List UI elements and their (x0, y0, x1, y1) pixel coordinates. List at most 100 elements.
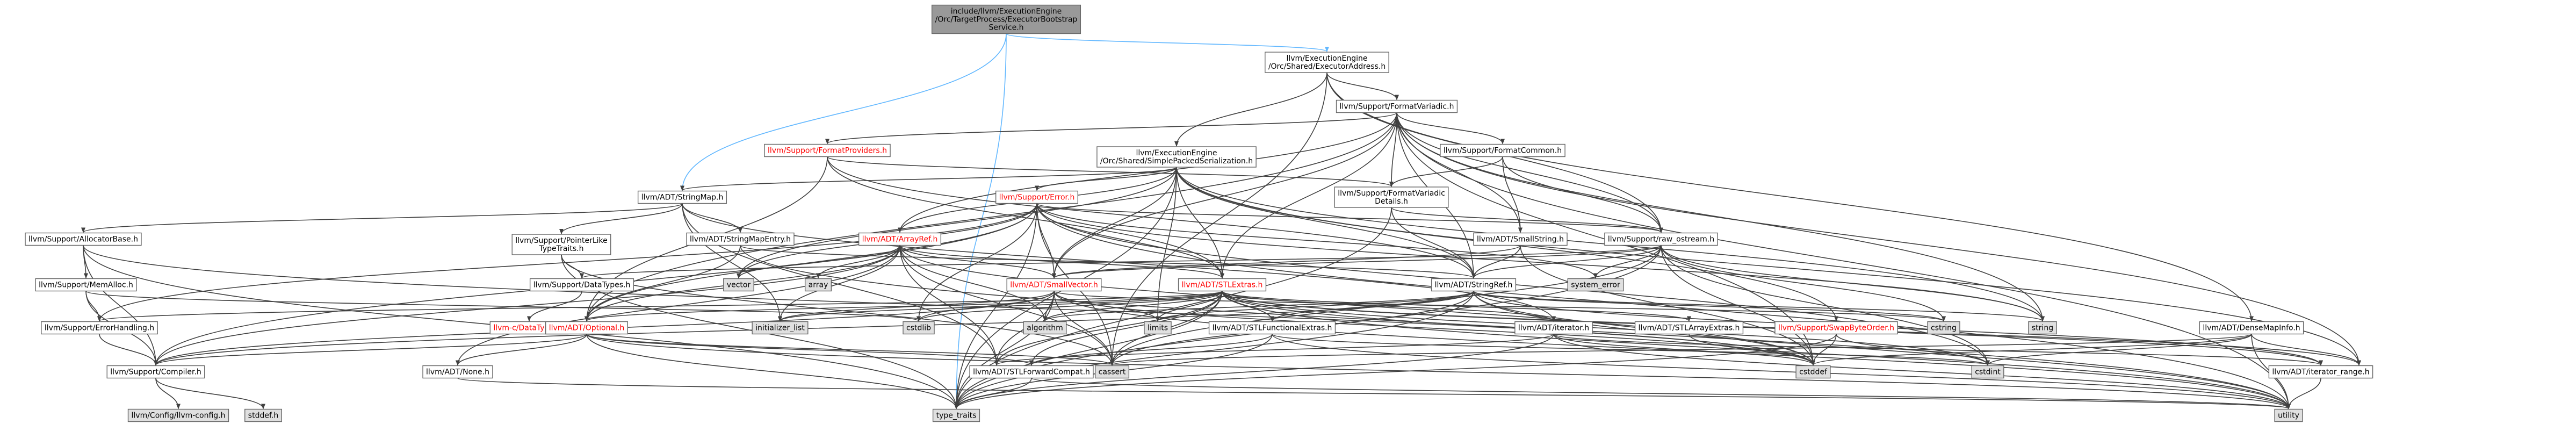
node-root[interactable]: include/llvm/ExecutionEngine/Orc/TargetP… (931, 4, 1081, 34)
node-compiler[interactable]: llvm/Support/Compiler.h (106, 365, 205, 379)
edge-formatproviders-to-stlextras (827, 156, 1224, 279)
node-execaddr[interactable]: llvm/ExecutionEngine/Orc/Shared/Executor… (1265, 52, 1389, 73)
edge-formatvariadic-to-formatvardetails (1389, 112, 1397, 187)
node-memalloc[interactable]: llvm/Support/MemAlloc.h (35, 278, 137, 292)
node-iterrange[interactable]: llvm/ADT/iterator_range.h (2268, 365, 2373, 379)
edge-errorhandling-to-compiler (99, 334, 158, 366)
node-stringref[interactable]: llvm/ADT/StringRef.h (1431, 278, 1517, 292)
node-datatypes[interactable]: llvm/Support/DataTypes.h (529, 278, 634, 292)
node-smallvector[interactable]: llvm/ADT/SmallVector.h (1006, 278, 1102, 292)
node-box (1927, 321, 1960, 335)
node-smallstring[interactable]: llvm/ADT/SmallString.h (1473, 232, 1568, 246)
node-box (903, 321, 935, 335)
node-label: llvm/ADT/iterator_range.h (2272, 368, 2369, 377)
edge-stlextras-to-typetraits (954, 291, 1223, 409)
node-label: type_traits (936, 412, 977, 420)
node-label: llvm/Support/MemAlloc.h (39, 281, 133, 290)
node-arrayref[interactable]: llvm/ADT/ArrayRef.h (858, 232, 942, 246)
edge-arrayref-to-stlextras (899, 245, 1224, 279)
node-formatvariadic[interactable]: llvm/Support/FormatVariadic.h (1336, 99, 1458, 113)
node-formatproviders[interactable]: llvm/Support/FormatProviders.h (764, 143, 891, 157)
node-stlforward[interactable]: llvm/ADT/STLForwardCompat.h (969, 365, 1094, 379)
node-label: algorithm (1027, 324, 1063, 333)
edge-compiler-to-stddef (155, 378, 265, 409)
edge-densemapinfo-to-cassert (1110, 333, 2252, 366)
node-error[interactable]: llvm/Support/Error.h (995, 190, 1079, 204)
node-array: array (804, 278, 832, 292)
edge-smallvector-to-cstring (1054, 290, 1946, 322)
edge-execaddr-to-simplepacked (1174, 72, 1327, 147)
node-label: llvm/ADT/SmallVector.h (1010, 281, 1098, 290)
node-label: string (2032, 324, 2053, 333)
edge-stlfunctional-to-stlforward (1029, 334, 1273, 366)
node-formatcommon[interactable]: llvm/Support/FormatCommon.h (1440, 143, 1565, 157)
edge-iterrange-to-utility (2286, 378, 2321, 409)
node-iteratorh[interactable]: llvm/ADT/iterator.h (1514, 321, 1593, 335)
node-swapbyteorder[interactable]: llvm/Support/SwapByteOrder.h (1774, 321, 1898, 335)
node-stringmap[interactable]: llvm/ADT/StringMap.h (637, 190, 727, 204)
node-label: llvm/Support/FormatVariadic.h (1340, 103, 1454, 111)
node-label: llvm/ADT/StringMapEntry.h (690, 235, 791, 244)
node-none[interactable]: llvm/ADT/None.h (422, 365, 493, 379)
edge-optional-to-typetraits (586, 334, 958, 409)
edge-simplepacked-to-stlextras (1176, 167, 1224, 279)
node-box (127, 408, 229, 422)
edge-memalloc-to-cstdlib (85, 290, 921, 322)
edge-stringmap-to-stringmapentry (682, 203, 742, 233)
node-label: llvm/ADT/STLArrayExtras.h (1639, 324, 1740, 333)
edge-simplepacked-to-limits (1156, 167, 1177, 322)
node-rawostream[interactable]: llvm/Support/raw_ostream.h (1604, 232, 1718, 246)
node-box (932, 408, 980, 422)
node-stlextras[interactable]: llvm/ADT/STLExtras.h (1178, 278, 1267, 292)
node-label: include/llvm/ExecutionEngine (951, 8, 1062, 16)
node-errorhandling[interactable]: llvm/Support/ErrorHandling.h (41, 321, 158, 335)
dependency-nodes: include/llvm/ExecutionEngine/Orc/TargetP… (25, 4, 2373, 422)
node-label: initializer_list (755, 324, 805, 333)
edge-stringmap-to-pointerlike (559, 203, 683, 234)
node-label: llvm/Support/AllocatorBase.h (28, 235, 138, 244)
node-stlfunctional[interactable]: llvm/ADT/STLFunctionalExtras.h (1208, 321, 1336, 335)
node-cstring: cstring (1927, 321, 1960, 335)
edge-formatvariadic-to-formatproviders (825, 112, 1397, 145)
dependency-edges (81, 33, 2361, 409)
node-stlarray[interactable]: llvm/ADT/STLArrayExtras.h (1634, 321, 1744, 335)
edge-arrayref-to-none (456, 245, 900, 366)
edge-stlextras-to-iterator (994, 291, 1223, 366)
edge-densemapinfo-to-cstddef (1811, 333, 2252, 366)
node-simplepacked[interactable]: llvm/ExecutionEngine/Orc/Shared/SimplePa… (1096, 146, 1257, 168)
edge-optional-to-stlforward (586, 333, 1034, 366)
node-label: /Orc/Shared/ExecutorAddress.h (1268, 62, 1386, 71)
node-label: llvm/ExecutionEngine (1286, 54, 1367, 63)
edge-smallstring-to-cstddef (1520, 245, 1815, 366)
node-label: llvm/Support/DataTypes.h (533, 281, 631, 290)
edge-smallstring-to-stringref (1471, 245, 1521, 279)
node-initlist: initializer_list (752, 321, 809, 335)
edge-optional-to-cassert (586, 333, 1114, 366)
node-stringmapentry[interactable]: llvm/ADT/StringMapEntry.h (686, 232, 795, 246)
node-label: llvm/Support/ErrorHandling.h (45, 324, 154, 333)
edge-stringmap-to-allocbase (81, 203, 683, 233)
edge-smallstring-to-smallvector (1052, 245, 1521, 279)
node-cstddef: cstddef (1795, 365, 1831, 379)
node-allocbase[interactable]: llvm/Support/AllocatorBase.h (25, 232, 142, 246)
edge-rawostream-to-smallvector (1052, 245, 1662, 279)
edge-rawostream-to-stringref (1471, 245, 1662, 279)
node-box (244, 408, 282, 422)
edge-optional-to-none (456, 334, 587, 366)
node-label: llvm/ADT/DenseMapInfo.h (2203, 324, 2300, 333)
node-box (1431, 278, 1517, 292)
edge-arrayref-to-vector (737, 245, 900, 279)
edge-formatvariadic-to-formatcommon (1396, 112, 1505, 145)
node-densemapinfo[interactable]: llvm/ADT/DenseMapInfo.h (2199, 321, 2304, 335)
node-label: cstddef (1799, 368, 1828, 377)
edge-error-to-cstdlib (917, 203, 1037, 322)
edge-stringref-to-compiler (154, 291, 1474, 366)
edge-simplepacked-to-error (1035, 167, 1177, 191)
edge-stringref-to-limits (1156, 290, 1474, 322)
node-optional[interactable]: llvm/ADT/Optional.h (545, 321, 628, 335)
node-box (1567, 278, 1624, 292)
edge-iteratorh-to-iterator (994, 333, 1554, 366)
node-box (804, 278, 832, 292)
